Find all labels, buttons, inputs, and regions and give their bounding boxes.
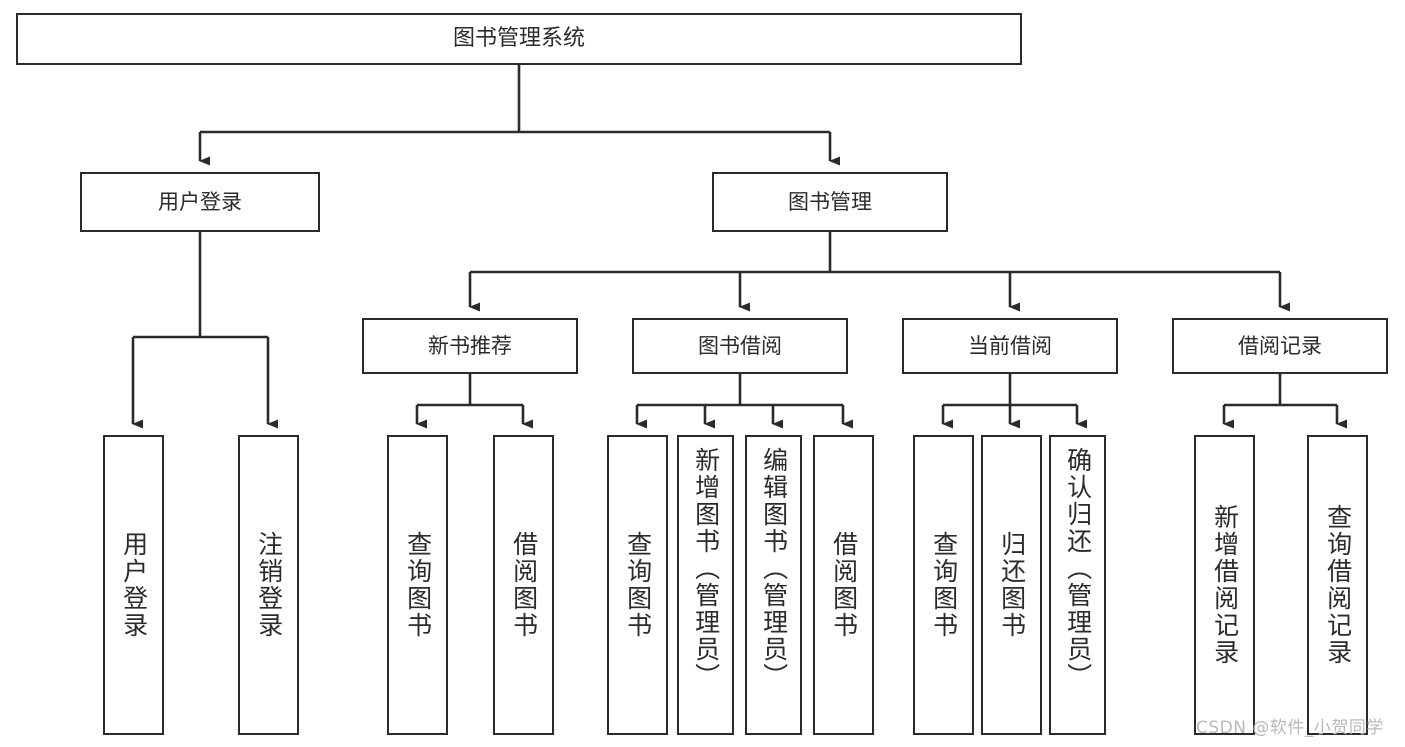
leaf-logout[interactable]: 注销登录: [238, 435, 299, 735]
leaf-query-borrow-record[interactable]: 查询借阅记录: [1307, 435, 1368, 735]
node-new-book-recommendation[interactable]: 新书推荐: [362, 318, 578, 374]
leaf-borrow-book-borrowing[interactable]: 借阅图书: [813, 435, 874, 735]
node-label: 图书管理系统: [452, 26, 585, 52]
leaf-edit-book-admin[interactable]: 编辑图书（管理员）: [745, 435, 802, 735]
leaf-query-book-current[interactable]: 查询图书: [913, 435, 974, 735]
node-current-borrowing[interactable]: 当前借阅: [902, 318, 1118, 374]
node-label: 图书管理: [788, 189, 872, 214]
node-label: 新增图书（管理员）: [691, 447, 721, 690]
watermark: CSDN @软件_小贺同学: [1196, 718, 1384, 738]
node-borrow-records[interactable]: 借阅记录: [1172, 318, 1388, 374]
node-label: 新增借阅记录: [1210, 504, 1240, 666]
node-label: 归还图书: [997, 531, 1027, 639]
node-label: 查询图书: [403, 531, 433, 639]
node-label: 确认归还（管理员）: [1063, 447, 1093, 690]
node-label: 查询借阅记录: [1323, 504, 1353, 666]
leaf-confirm-return-admin[interactable]: 确认归还（管理员）: [1049, 435, 1106, 735]
leaf-return-book[interactable]: 归还图书: [981, 435, 1042, 735]
node-label: 借阅图书: [829, 531, 859, 639]
node-label: 图书借阅: [698, 333, 782, 358]
node-label: 用户登录: [158, 189, 242, 214]
leaf-user-login[interactable]: 用户登录: [103, 435, 164, 735]
node-label: 注销登录: [254, 531, 284, 639]
node-label: 当前借阅: [968, 333, 1052, 358]
node-label: 查询图书: [929, 531, 959, 639]
node-book-management[interactable]: 图书管理: [712, 172, 948, 232]
node-root-system[interactable]: 图书管理系统: [16, 13, 1022, 65]
leaf-query-book-borrowing[interactable]: 查询图书: [607, 435, 668, 735]
leaf-borrow-book-recommendation[interactable]: 借阅图书: [493, 435, 554, 735]
leaf-query-book-recommendation[interactable]: 查询图书: [387, 435, 448, 735]
node-label: 新书推荐: [428, 333, 512, 358]
node-label: 借阅记录: [1238, 333, 1322, 358]
leaf-add-borrow-record[interactable]: 新增借阅记录: [1194, 435, 1255, 735]
node-label: 用户登录: [119, 531, 149, 639]
node-label: 编辑图书（管理员）: [759, 447, 789, 690]
leaf-add-book-admin[interactable]: 新增图书（管理员）: [677, 435, 734, 735]
node-label: 借阅图书: [509, 531, 539, 639]
node-book-borrowing[interactable]: 图书借阅: [632, 318, 848, 374]
node-label: 查询图书: [623, 531, 653, 639]
node-user-login[interactable]: 用户登录: [80, 172, 320, 232]
